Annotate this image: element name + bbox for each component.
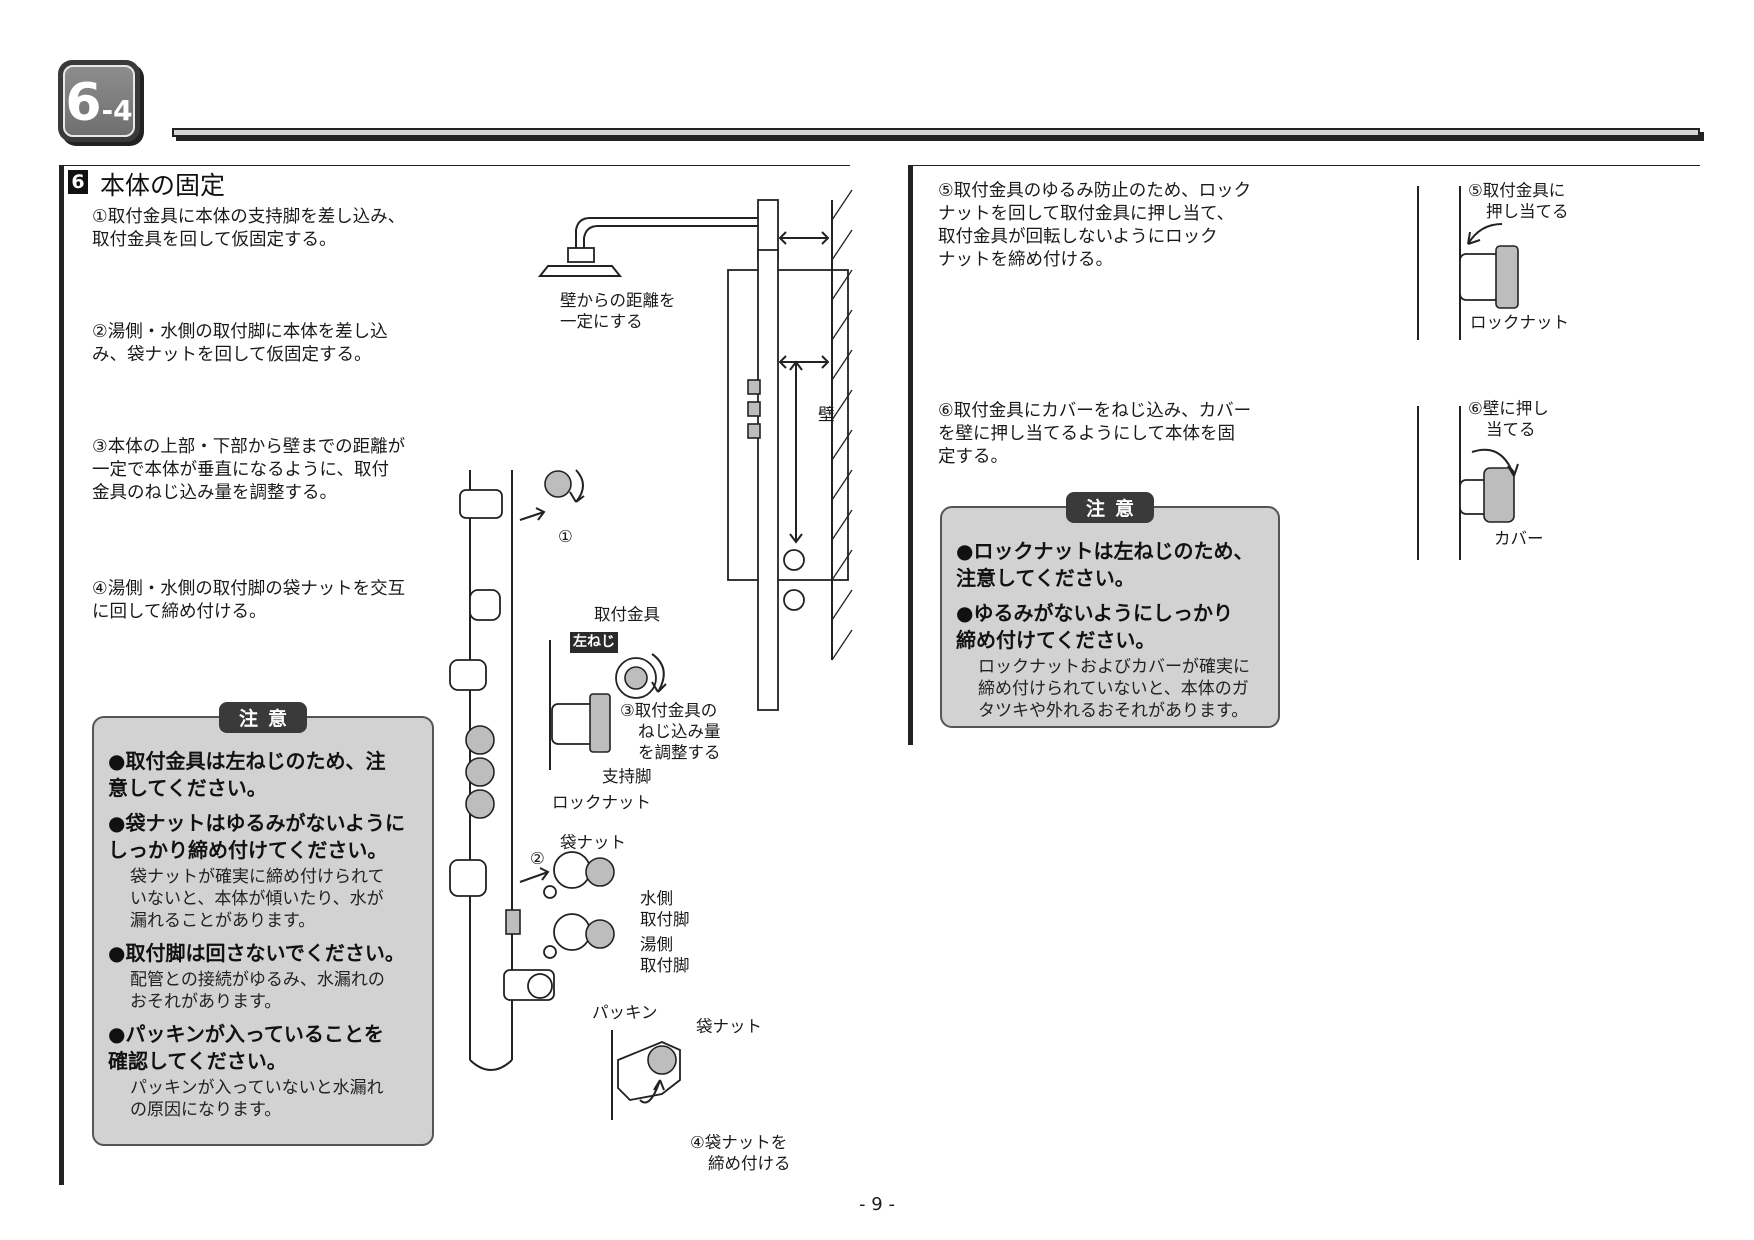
instruction-2: ②湯側・水側の取付脚に本体を差し込 み、袋ナットを回して仮固定する。 xyxy=(92,322,388,365)
step-marker-1: ① xyxy=(558,527,573,546)
cap-nut-label-2: 袋ナット xyxy=(696,1017,762,1036)
section-badge: 6-4 xyxy=(58,60,140,142)
caution-box-right: 注意 ●ロックナットは左ねじのため、注意してください。 ●ゆるみがないようにしっ… xyxy=(940,492,1280,728)
instruction-3: ③本体の上部・下部から壁までの距離が 一定で本体が垂直になるように、取付 金具の… xyxy=(92,437,406,503)
left-column-bar xyxy=(59,165,64,1185)
locknut-cover-diagram xyxy=(1417,186,1519,560)
right-lock-nut-label: ロックナット xyxy=(1470,313,1569,332)
divider xyxy=(908,165,1700,166)
cover-label: カバー xyxy=(1494,529,1544,548)
lock-nut-label: ロックナット xyxy=(552,793,651,812)
tighten-label: ④袋ナットを締め付ける xyxy=(690,1133,791,1173)
caution-note: 配管との接続がゆるみ、水漏れのおそれがあります。 xyxy=(130,970,385,1012)
support-leg-label: 支持脚 xyxy=(602,767,652,786)
instruction-6: ⑥取付金具にカバーをねじ込み、カバーを壁に押し当てるようにして本体を固定する。 xyxy=(938,401,1252,467)
water-leg-label: 水側取付脚 xyxy=(640,889,690,929)
caution-note: ロックナットおよびカバーが確実に締め付けられていないと、本体のガタツキや外れるお… xyxy=(978,657,1250,721)
caution-point: ●ロックナットは左ねじのため、注意してください。 xyxy=(956,539,1254,590)
wall-distance-label: 壁からの距離を一定にする xyxy=(560,291,676,331)
right-column-bar xyxy=(908,165,913,745)
header-rule xyxy=(172,128,1700,137)
page-number: - 9 - xyxy=(859,1194,895,1215)
caution-box-left: 注意 ●取付金具は左ねじのため、注意してください。 ●袋ナットはゆるみがないよう… xyxy=(92,702,434,1146)
instruction-4: ④湯側・水側の取付脚の袋ナットを交互 に回して締め付ける。 xyxy=(92,579,406,622)
caution-point: ●パッキンが入っていることを確認してください。 xyxy=(108,1022,384,1073)
step-marker-2: ② xyxy=(530,849,545,868)
bracket-label: 取付金具 xyxy=(594,605,660,624)
section-number: 6 xyxy=(65,73,102,133)
left-thread-tag: 左ねじ xyxy=(570,632,618,653)
installation-diagram xyxy=(449,189,853,1120)
cap-nut-label: 袋ナット xyxy=(560,833,626,852)
divider xyxy=(60,165,850,166)
hot-leg-label: 湯側取付脚 xyxy=(640,935,690,975)
instruction-1: ①取付金具に本体の支持脚を差し込み、 取付金具を回して仮固定する。 xyxy=(92,207,406,250)
packing-label: パッキン xyxy=(592,1003,658,1022)
push-wall-label: ⑥壁に押し当てる xyxy=(1468,399,1549,439)
caution-note: パッキンが入っていないと水漏れの原因になります。 xyxy=(130,1078,384,1120)
caution-point: ●ゆるみがないようにしっかり締め付けてください。 xyxy=(956,601,1234,652)
adjust-label: ③取付金具のねじ込み量を調整する xyxy=(620,701,721,762)
wall-label: 壁 xyxy=(818,405,835,424)
step-number: 6 xyxy=(68,170,88,194)
section-subnumber: -4 xyxy=(101,94,133,127)
push-bracket-label: ⑤取付金具に押し当てる xyxy=(1468,181,1569,221)
caution-point: ●袋ナットはゆるみがないようにしっかり締め付けてください。 xyxy=(108,811,406,862)
caution-note: 袋ナットが確実に締め付けられていないと、本体が傾いたり、水が漏れることがあります… xyxy=(130,867,385,931)
caution-point: ●取付金具は左ねじのため、注意してください。 xyxy=(108,749,386,800)
instruction-5: ⑤取付金具のゆるみ防止のため、ロックナットを回して取付金具に押し当て、取付金具が… xyxy=(938,181,1252,270)
step-title: 本体の固定 xyxy=(100,171,226,200)
caution-label: 注意 xyxy=(1065,492,1155,523)
caution-label: 注意 xyxy=(218,702,308,733)
caution-point: ●取付脚は回さないでください。 xyxy=(108,941,405,965)
